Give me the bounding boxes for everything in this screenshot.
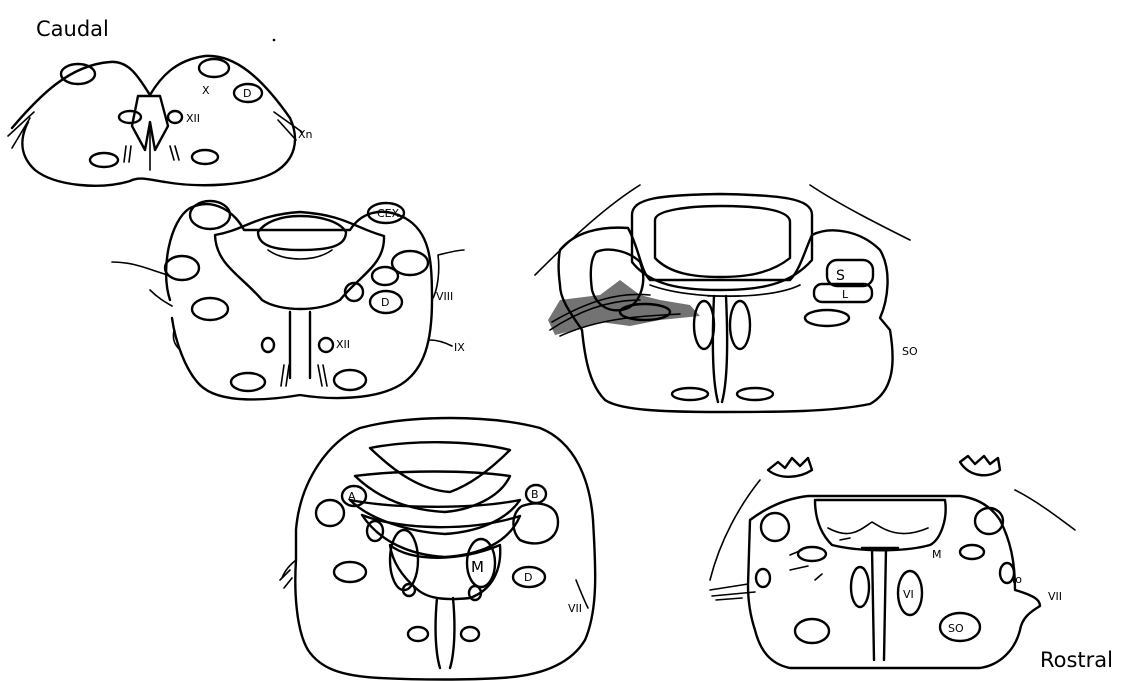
section-5: M VII SO VI Io xyxy=(710,456,1075,668)
section-4-tag-d: D xyxy=(524,571,532,584)
section-2-pyramid-right xyxy=(318,365,327,386)
section-1-tag-xii: XII xyxy=(186,112,200,125)
section-5-left-outer-line xyxy=(710,480,760,580)
section-2-nucleus-xii xyxy=(319,338,333,352)
section-1-nucleus-a xyxy=(61,64,95,84)
section-4-nucleus-g xyxy=(461,627,479,641)
section-5-ventricle-floor xyxy=(828,522,928,534)
section-2-nucleus-g xyxy=(262,338,274,352)
section-4-lamina-4 xyxy=(362,515,520,557)
section-4-tag-vii: VII xyxy=(568,602,582,615)
section-2-midline xyxy=(290,312,310,378)
section-4-nucleus-right-cluster xyxy=(513,504,558,544)
section-3-fourth-ventricle-inner xyxy=(655,206,790,277)
section-4-nucleus-e xyxy=(334,562,366,582)
section-1-pyramid-right xyxy=(170,146,179,160)
section-3-nucleus-m xyxy=(805,310,849,326)
section-2-fourth-ventricle xyxy=(215,212,384,309)
section-1-nucleus-e xyxy=(90,153,118,167)
section-5-nucleus-e xyxy=(960,545,984,559)
section-1-nucleus-f xyxy=(192,150,218,164)
section-1-outline xyxy=(12,56,295,186)
section-3-cerebellum-left xyxy=(535,185,640,275)
section-2-nucleus-x xyxy=(372,267,398,285)
section-3-nucleus-s xyxy=(827,260,873,286)
section-2-outline xyxy=(166,204,432,399)
section-2-tag-ix: IX xyxy=(454,341,465,354)
section-5-crest-right xyxy=(960,456,1000,475)
section-2-nucleus-i xyxy=(334,370,366,390)
section-2-tag-d: D xyxy=(381,296,389,309)
section-2-left-nerve xyxy=(112,262,172,306)
section-1-pyramid-left xyxy=(124,146,131,162)
section-2-nucleus-b xyxy=(165,256,199,280)
section-5-tag-vii: VII xyxy=(1048,590,1062,603)
section-5-right-outer-line xyxy=(1015,490,1075,530)
section-3-midline xyxy=(713,296,727,402)
section-2-nucleus-f xyxy=(192,298,228,320)
section-4-lamina-1 xyxy=(370,442,510,492)
section-4-left-nerve xyxy=(280,560,296,588)
section-4-lamina-3 xyxy=(350,500,520,534)
section-2-pyramid-left xyxy=(281,365,289,386)
section-1: XII Xn X D xyxy=(8,56,313,186)
section-3-tag-l: L xyxy=(842,288,849,301)
section-3-fourth-ventricle-outer xyxy=(632,194,812,290)
section-4: M VII D B A xyxy=(280,418,595,680)
section-5-fourth-ventricle xyxy=(815,500,946,550)
section-1-nucleus-c xyxy=(119,111,141,123)
section-4-tag-a: A xyxy=(348,490,356,503)
section-5-nucleus-left xyxy=(851,567,869,607)
section-3-nucleus-b xyxy=(737,388,773,400)
section-3: S L SO xyxy=(535,185,918,412)
section-5-tag-vi: VI xyxy=(903,588,914,601)
section-3-tag-sd: SO xyxy=(902,345,918,358)
section-2-cerebellar-lamina xyxy=(258,216,346,250)
section-4-nucleus-f xyxy=(408,627,428,641)
section-1-nucleus-xii xyxy=(168,111,182,123)
section-2: CEX IX VIII XII D xyxy=(112,201,465,399)
section-4-midline xyxy=(436,598,455,668)
section-1-tag-xn: Xn xyxy=(298,128,313,141)
section-2-groove xyxy=(268,250,332,259)
section-5-outline xyxy=(748,496,1040,668)
section-5-nucleus-f xyxy=(795,619,829,643)
section-3-nucleus-right xyxy=(730,301,750,349)
section-4-outline xyxy=(295,418,595,680)
section-4-nucleus-a-left xyxy=(316,500,344,526)
section-5-nucleus-c xyxy=(756,569,770,587)
speck xyxy=(273,39,276,42)
section-5-nucleus-d xyxy=(798,547,826,561)
section-5-nucleus-a xyxy=(761,513,789,541)
section-4-tag-m: M xyxy=(471,558,484,576)
section-5-tag-io: Io xyxy=(1012,573,1022,586)
rostral-label: Rostral xyxy=(1040,648,1113,672)
section-5-nucleus-b xyxy=(975,508,1003,534)
section-5-crest-left xyxy=(768,458,812,477)
section-2-tag-xii: XII xyxy=(336,338,350,351)
section-4-tag-b: B xyxy=(531,488,539,501)
section-1-tag-x: X xyxy=(202,84,210,97)
section-1-nucleus-b xyxy=(199,59,229,77)
section-2-tag-viii: VIII xyxy=(436,290,453,303)
section-5-midline xyxy=(862,548,898,660)
section-3-tag-s: S xyxy=(836,268,845,284)
section-5-tag-m: M xyxy=(932,548,942,561)
section-2-nerve-ix xyxy=(173,330,452,350)
caudal-label: Caudal xyxy=(36,17,109,41)
section-5-tag-so: SO xyxy=(948,622,964,635)
section-2-nucleus-h xyxy=(231,373,265,391)
section-3-nucleus-left xyxy=(694,301,714,349)
section-3-nucleus-a xyxy=(672,388,708,400)
section-2-tag-cex: CEX xyxy=(377,207,400,220)
section-1-tag-d: D xyxy=(243,87,251,100)
